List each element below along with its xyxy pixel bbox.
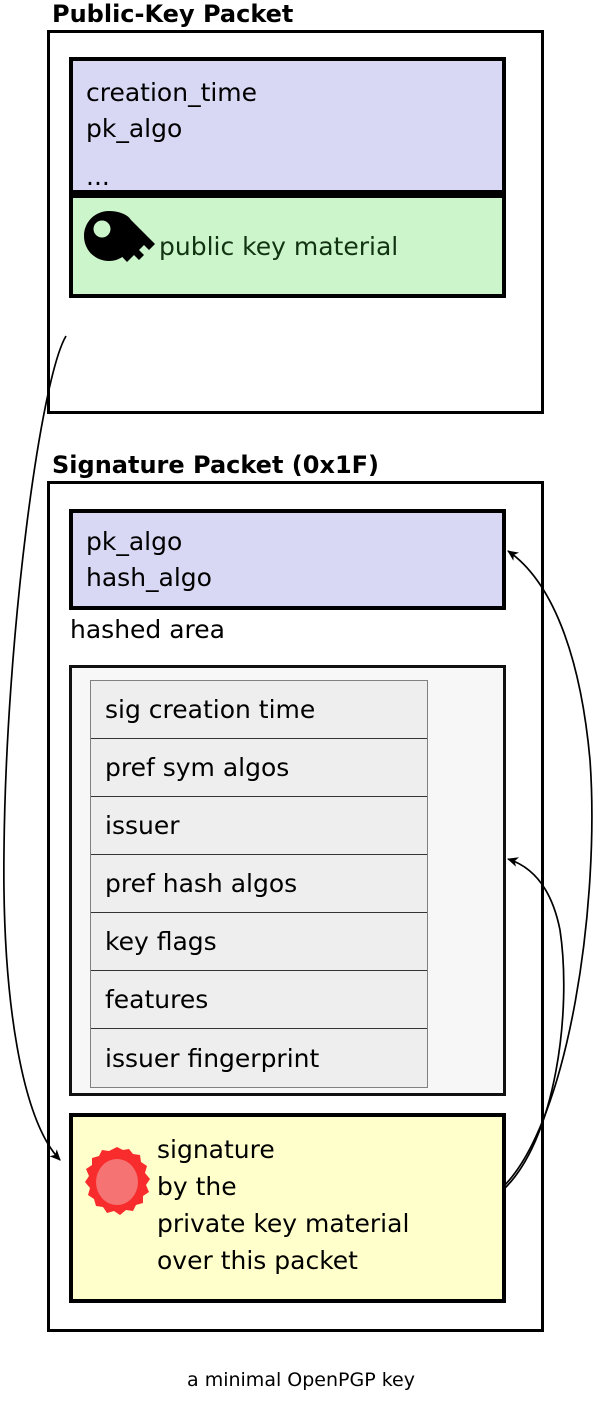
subpacket-row: sig creation time xyxy=(91,681,427,739)
public-key-metadata-block: creation_time pk_algo ... xyxy=(69,57,506,194)
signature-packet-frame: pk_algo hash_algo hashed area sig creati… xyxy=(47,481,544,1332)
subpacket-label: issuer fingerprint xyxy=(105,1043,320,1073)
key-icon xyxy=(84,211,155,262)
pk-algo-label: pk_algo xyxy=(86,114,183,143)
signature-description: signature by the private key material ov… xyxy=(157,1131,409,1279)
public-key-packet-title: Public-Key Packet xyxy=(52,0,294,28)
subpacket-row: issuer xyxy=(91,797,427,855)
sig-pk-algo-label: pk_algo xyxy=(86,527,183,556)
metadata-ellipsis-label: ... xyxy=(86,162,110,191)
subpacket-row: pref sym algos xyxy=(91,739,427,797)
subpacket-label: features xyxy=(105,985,209,1014)
hashed-area-box: sig creation time pref sym algos issuer … xyxy=(69,665,506,1096)
subpacket-label: key flags xyxy=(105,927,217,956)
signature-packet-title: Signature Packet (0x1F) xyxy=(52,451,379,479)
creation-time-label: creation_time xyxy=(86,78,258,107)
subpacket-label: pref sym algos xyxy=(105,753,290,782)
subpacket-label: pref hash algos xyxy=(105,869,298,898)
public-key-packet-frame: creation_time pk_algo ... public key mat… xyxy=(47,30,544,414)
signature-line-2: by the xyxy=(157,1172,237,1201)
subpacket-row: key flags xyxy=(91,913,427,971)
diagram-caption: a minimal OpenPGP key xyxy=(187,1369,415,1391)
subpacket-row: issuer fingerprint xyxy=(91,1029,427,1087)
public-key-material-label: public key material xyxy=(159,231,399,261)
signature-line-3: private key material xyxy=(157,1209,410,1238)
wax-seal-icon xyxy=(85,1147,150,1215)
hashed-area-label: hashed area xyxy=(70,615,225,644)
sig-hash-algo-label: hash_algo xyxy=(86,563,212,592)
signature-line-4: over this packet xyxy=(157,1246,358,1275)
subpacket-row: pref hash algos xyxy=(91,855,427,913)
signature-line-1: signature xyxy=(157,1135,275,1164)
subpacket-list: sig creation time pref sym algos issuer … xyxy=(90,680,428,1088)
subpacket-label: sig creation time xyxy=(105,695,316,724)
subpacket-label: issuer xyxy=(105,811,180,840)
signature-block: signature by the private key material ov… xyxy=(69,1113,506,1303)
sig-algos-block: pk_algo hash_algo xyxy=(69,509,506,610)
public-key-material-block: public key material xyxy=(69,194,506,298)
subpacket-row: features xyxy=(91,971,427,1029)
